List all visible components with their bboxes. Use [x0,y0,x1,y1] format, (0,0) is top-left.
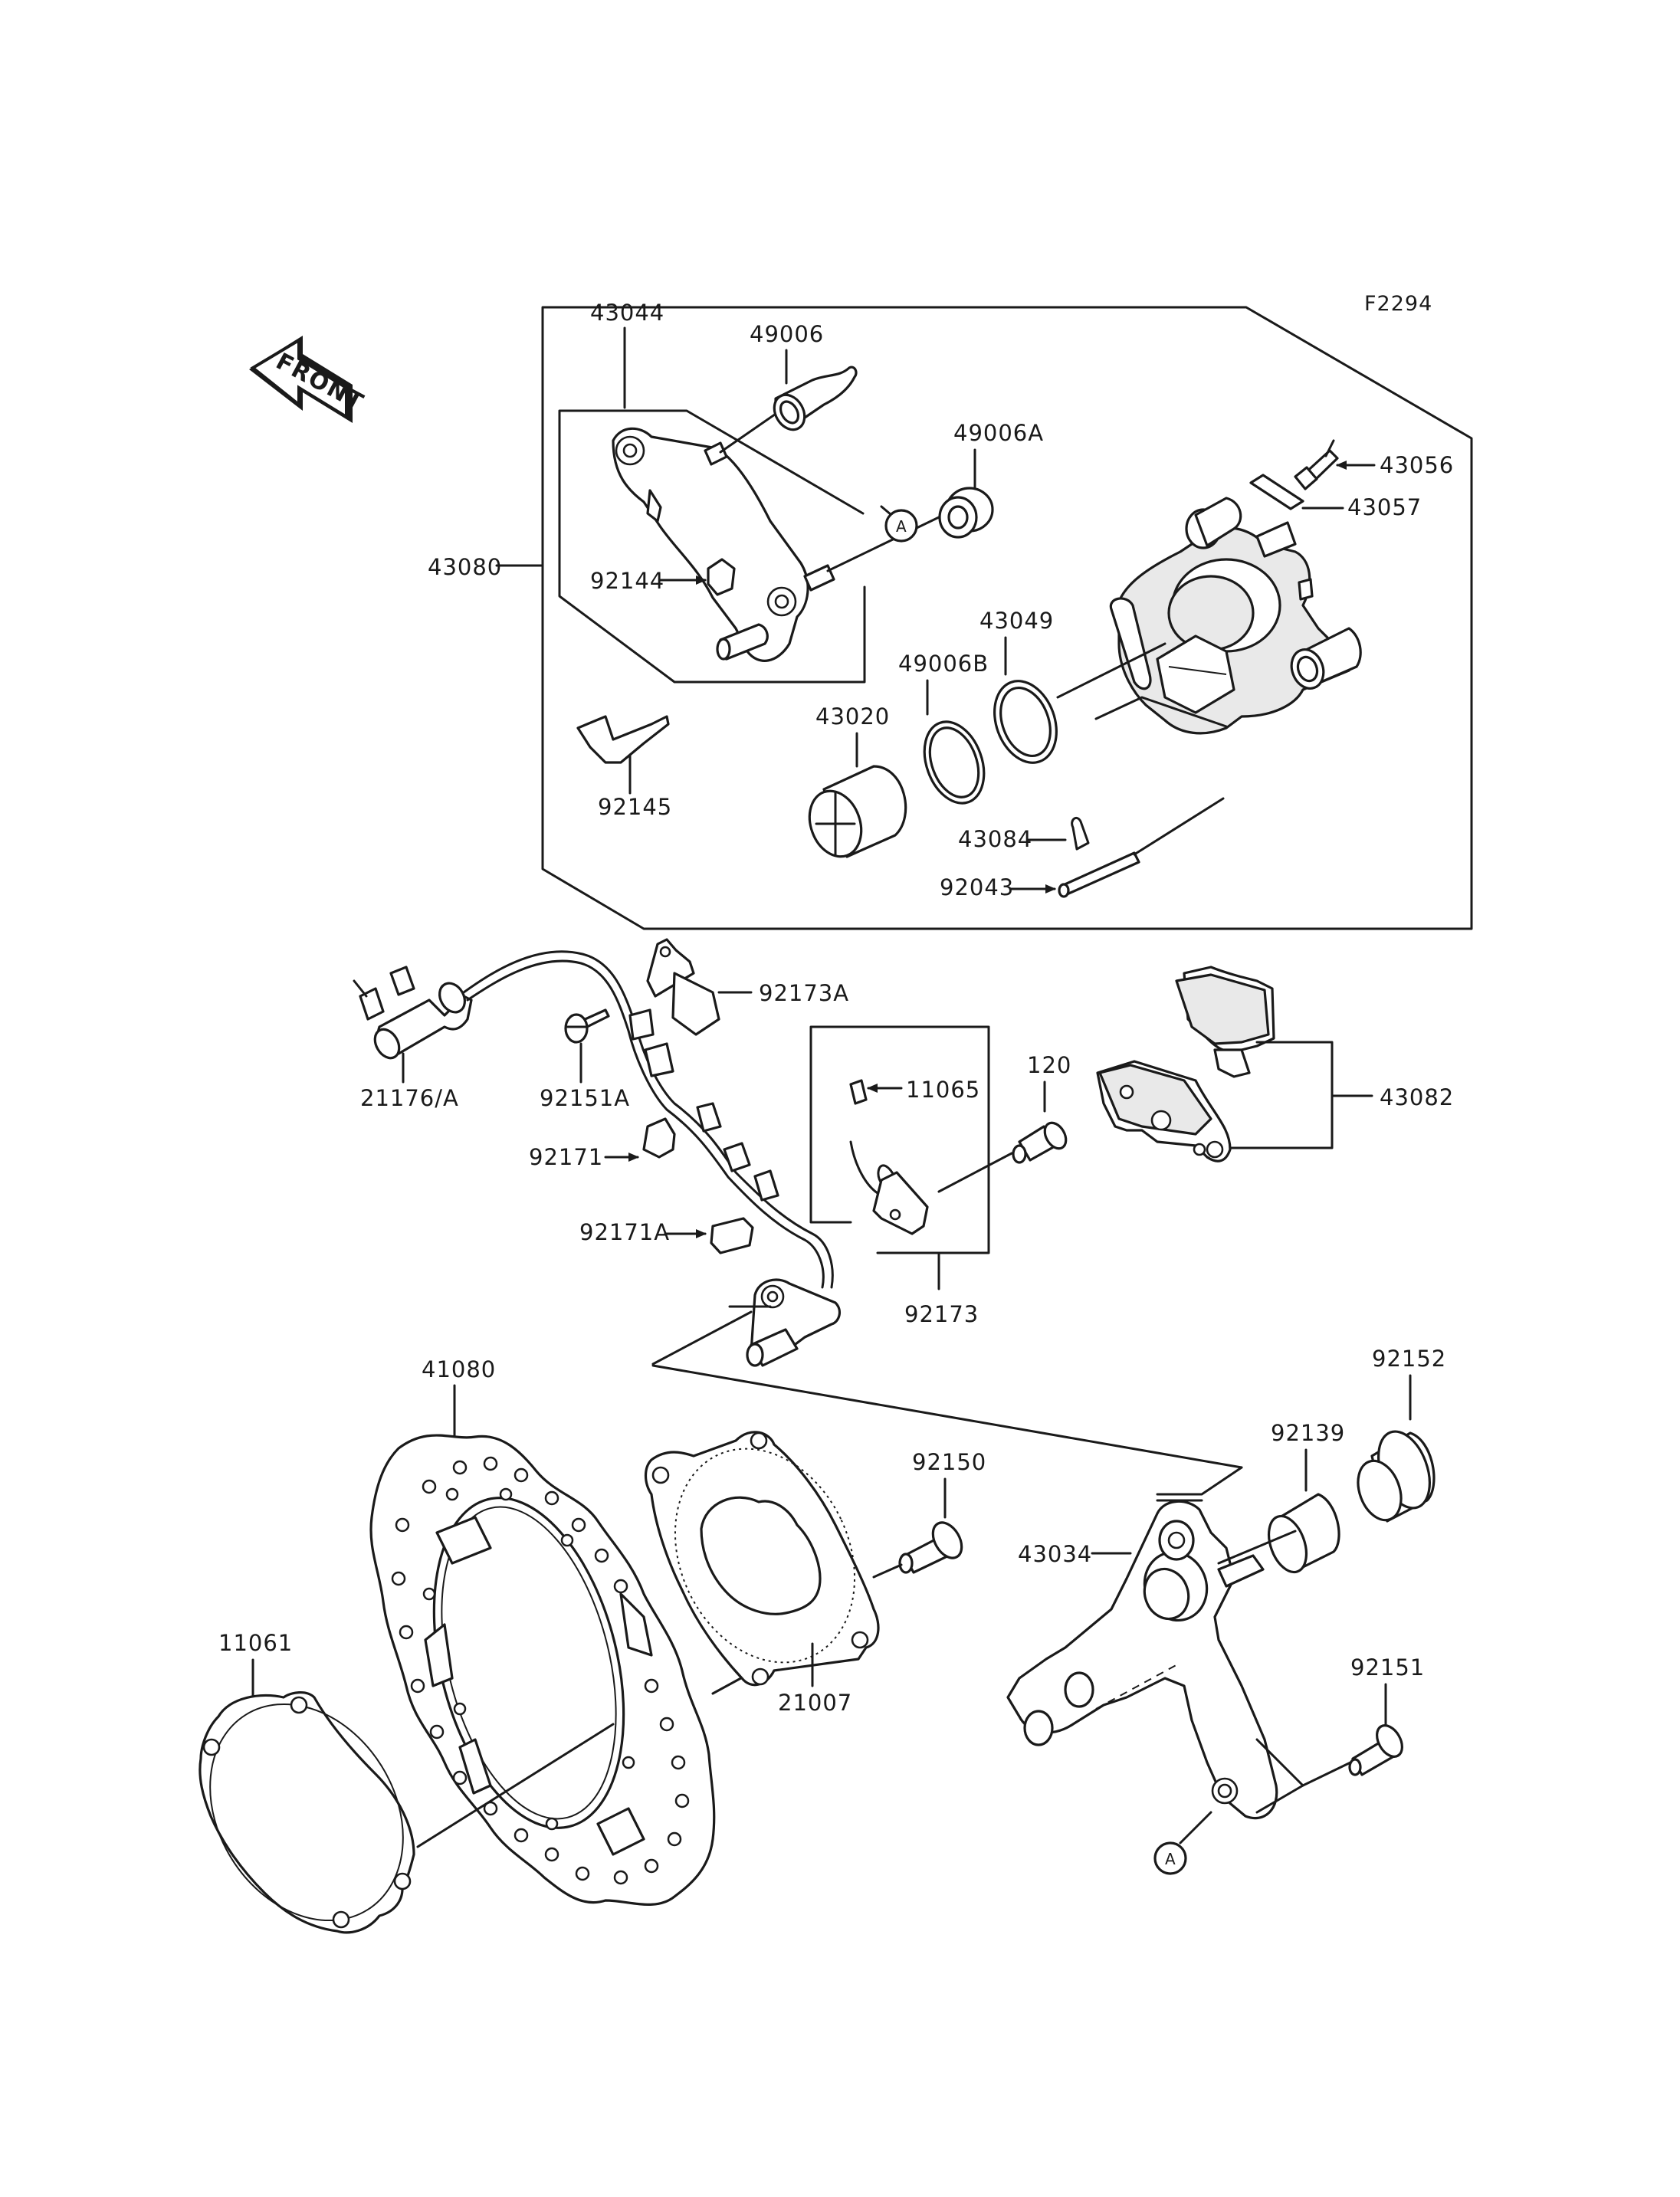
clip-43084 [1071,817,1090,851]
sensor-bracket-92173 [872,1171,929,1235]
cap-43057 [1249,474,1304,510]
label-49006: 49006 [750,321,824,347]
label-92173: 92173 [904,1301,979,1327]
label-92139: 92139 [1271,1420,1345,1446]
caliper-holder-group: 92152 92139 43034 92151 [1006,1346,1446,1875]
svg-text:A: A [1165,1850,1176,1868]
figure-code: F2294 [1364,292,1432,316]
label-92173A: 92173A [759,980,849,1006]
label-92150: 92150 [912,1449,986,1475]
label-92151: 92151 [1350,1654,1425,1681]
caliper-assembly-group: 43080 43044 92144 49006 49006A [428,300,1473,930]
abs-cable [462,950,834,1289]
label-43056: 43056 [1380,452,1454,478]
label-49006A: 49006A [953,420,1044,446]
label-92171: 92171 [529,1144,603,1170]
caliper-assembly-outline [541,306,1473,930]
label-43049: 43049 [979,608,1054,634]
label-43084: 43084 [958,826,1032,852]
clip-92144 [707,558,736,596]
label-49006B: 49006B [898,651,989,677]
label-92171A: 92171A [579,1219,670,1245]
ref-mark-a-bottom [1153,1841,1187,1875]
bracket-92173A [671,972,720,1036]
label-92043: 92043 [940,874,1014,900]
label-41080: 41080 [422,1356,496,1382]
front-arrow-icon: FRONT [249,336,369,423]
label-92144: 92144 [590,568,664,594]
gasket-11061 [199,1691,415,1934]
label-43080: 43080 [428,554,502,580]
label-21176A: 21176/A [360,1085,459,1111]
label-43082: 43082 [1380,1084,1454,1110]
ref-mark-a-top [884,509,918,543]
label-11061: 11061 [218,1630,293,1656]
spring-92145 [576,715,670,764]
label-120: 120 [1027,1052,1071,1078]
clip-92171A [710,1217,754,1254]
label-43034: 43034 [1018,1541,1092,1567]
svg-text:A: A [896,517,907,536]
label-92145: 92145 [598,794,672,820]
caliper-holder-43034 [1006,1500,1278,1820]
label-43044: 43044 [590,300,664,326]
label-11065: 11065 [906,1077,980,1103]
cap-11065 [849,1079,868,1105]
pin-92043 [1060,851,1140,897]
label-92151A: 92151A [540,1085,630,1111]
disc-group: 41080 11061 [199,1356,986,1934]
label-43020: 43020 [815,703,890,730]
label-43057: 43057 [1347,494,1422,520]
clip-92171 [642,1117,676,1159]
abs-sensor-group: 21176/A 92173A 92151A 92171 92171A [353,938,1454,1469]
label-21007: 21007 [778,1690,852,1716]
label-92152: 92152 [1372,1346,1446,1372]
